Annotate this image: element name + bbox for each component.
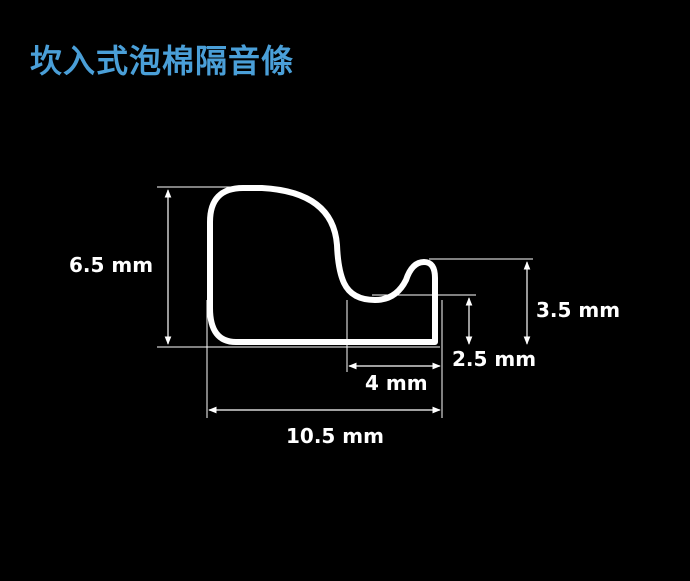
extension-lines — [157, 186, 533, 418]
dim-label-height-total: 6.5 mm — [69, 253, 153, 277]
dim-label-height-hook: 3.5 mm — [536, 298, 620, 322]
dim-label-height-lip: 2.5 mm — [452, 347, 536, 371]
seal-profile-outline — [207, 185, 438, 345]
dim-label-width-total: 10.5 mm — [286, 424, 384, 448]
dimension-lines — [164, 189, 531, 414]
dim-label-width-hook: 4 mm — [365, 371, 428, 395]
page-title: 坎入式泡棉隔音條 — [30, 42, 295, 80]
